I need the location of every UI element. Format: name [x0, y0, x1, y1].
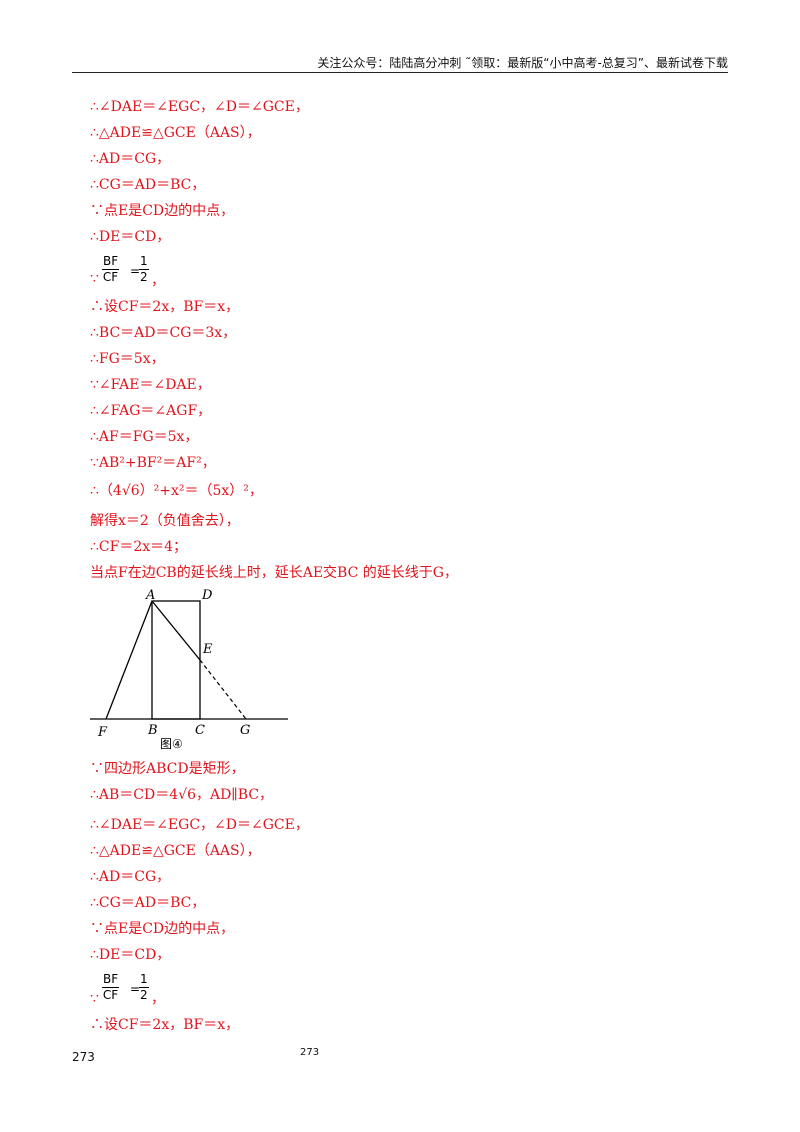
page-header: 关注公众号：陆陆高分冲刺 ˜领取：最新版“小中高考-总复习”、最新试卷下载 [72, 52, 728, 73]
fraction-numerator: 1 [139, 254, 149, 270]
figure-diagram: A D E F B C G 图④ [90, 588, 288, 751]
fraction-denominator: CF [102, 988, 119, 1002]
solution-line: ∵点E是CD边的中点， [90, 921, 235, 937]
line-eg-dashed [199, 659, 247, 720]
because-symbol: ∵ [90, 991, 99, 1007]
label-d: D [201, 588, 213, 603]
solution-line: ∵AB²+BF²＝AF²， [90, 455, 216, 471]
fraction-numerator: BF [102, 972, 120, 988]
solution-line: ∴△ADE≌△GCE（AAS）， [90, 125, 261, 141]
fraction-one-half: 1 2 [139, 254, 149, 285]
solution-line: ∴△ADE≌△GCE（AAS）， [90, 843, 261, 859]
solution-line: ∴AD＝CG， [90, 151, 171, 167]
solution-line: ∵∠FAE＝∠DAE， [90, 377, 211, 393]
fraction-numerator: BF [102, 254, 120, 270]
equals-sign: = [130, 982, 141, 996]
equals-sign: = [130, 264, 141, 278]
label-b: B [147, 723, 158, 738]
figure-caption: 图④ [160, 737, 183, 751]
label-a: A [145, 588, 155, 603]
comma: ， [151, 273, 165, 289]
fraction-bf-cf: BF CF [102, 972, 120, 1003]
label-c: C [195, 723, 205, 738]
fraction-one-half: 1 2 [139, 972, 149, 1003]
solution-line: ∴∠DAE＝∠EGC，∠D＝∠GCE， [90, 817, 309, 833]
solution-line: ∴DE＝CD， [90, 229, 171, 245]
fraction-bf-cf: BF CF [102, 254, 120, 285]
solution-line: ∵四边形ABCD是矩形， [90, 761, 245, 777]
solution-line: ∴AB＝CD＝4√6，AD∥BC， [90, 787, 274, 803]
solution-line: ∴AF＝FG＝5x， [90, 429, 199, 445]
line-ae [151, 600, 201, 661]
solution-line: ∴AD＝CG， [90, 869, 171, 885]
because-symbol: ∵ [90, 271, 99, 287]
solution-line: ∴CG＝AD＝BC， [90, 895, 206, 911]
comma: ， [151, 991, 165, 1007]
solution-line: ∴BC＝AD＝CG＝3x， [90, 325, 237, 341]
solution-line: ∴∠DAE＝∠EGC，∠D＝∠GCE， [90, 99, 309, 115]
geometry-figure: A D E F B C G 图④ [88, 583, 298, 757]
label-g: G [240, 723, 250, 738]
solution-line: ∴CF＝2x＝4； [90, 539, 188, 555]
fraction-numerator: 1 [139, 972, 149, 988]
fraction-denominator: CF [102, 270, 119, 284]
solution-line: ∴CG＝AD＝BC， [90, 177, 206, 193]
solution-line: ∴∠FAG＝∠AGF， [90, 403, 212, 419]
solution-line: ∴设CF＝2x，BF＝x， [90, 1017, 240, 1033]
label-e: E [202, 642, 213, 657]
line-af [105, 600, 153, 720]
solution-line: 当点F在边CB的延长线上时，延长AE交BC 的延长线于G， [90, 565, 458, 581]
fraction-denominator: 2 [140, 988, 148, 1002]
page-number: 273 [72, 1050, 95, 1064]
page-number-center: 273 [300, 1047, 320, 1058]
solution-line: ∴DE＝CD， [90, 947, 171, 963]
solution-line: ∴（4√6）²+x²＝（5x）²， [90, 483, 263, 499]
solution-line: ∵点E是CD边的中点， [90, 203, 235, 219]
label-f: F [97, 725, 108, 740]
solution-line: ∴FG＝5x， [90, 351, 165, 367]
solution-line: 解得x＝2（负值舍去）， [90, 513, 240, 529]
rectangle-abcd [151, 600, 201, 720]
header-text: 关注公众号：陆陆高分冲刺 ˜领取：最新版“小中高考-总复习”、最新试卷下载 [317, 56, 728, 70]
fraction-denominator: 2 [140, 270, 148, 284]
solution-line: ∴设CF＝2x，BF＝x， [90, 299, 240, 315]
